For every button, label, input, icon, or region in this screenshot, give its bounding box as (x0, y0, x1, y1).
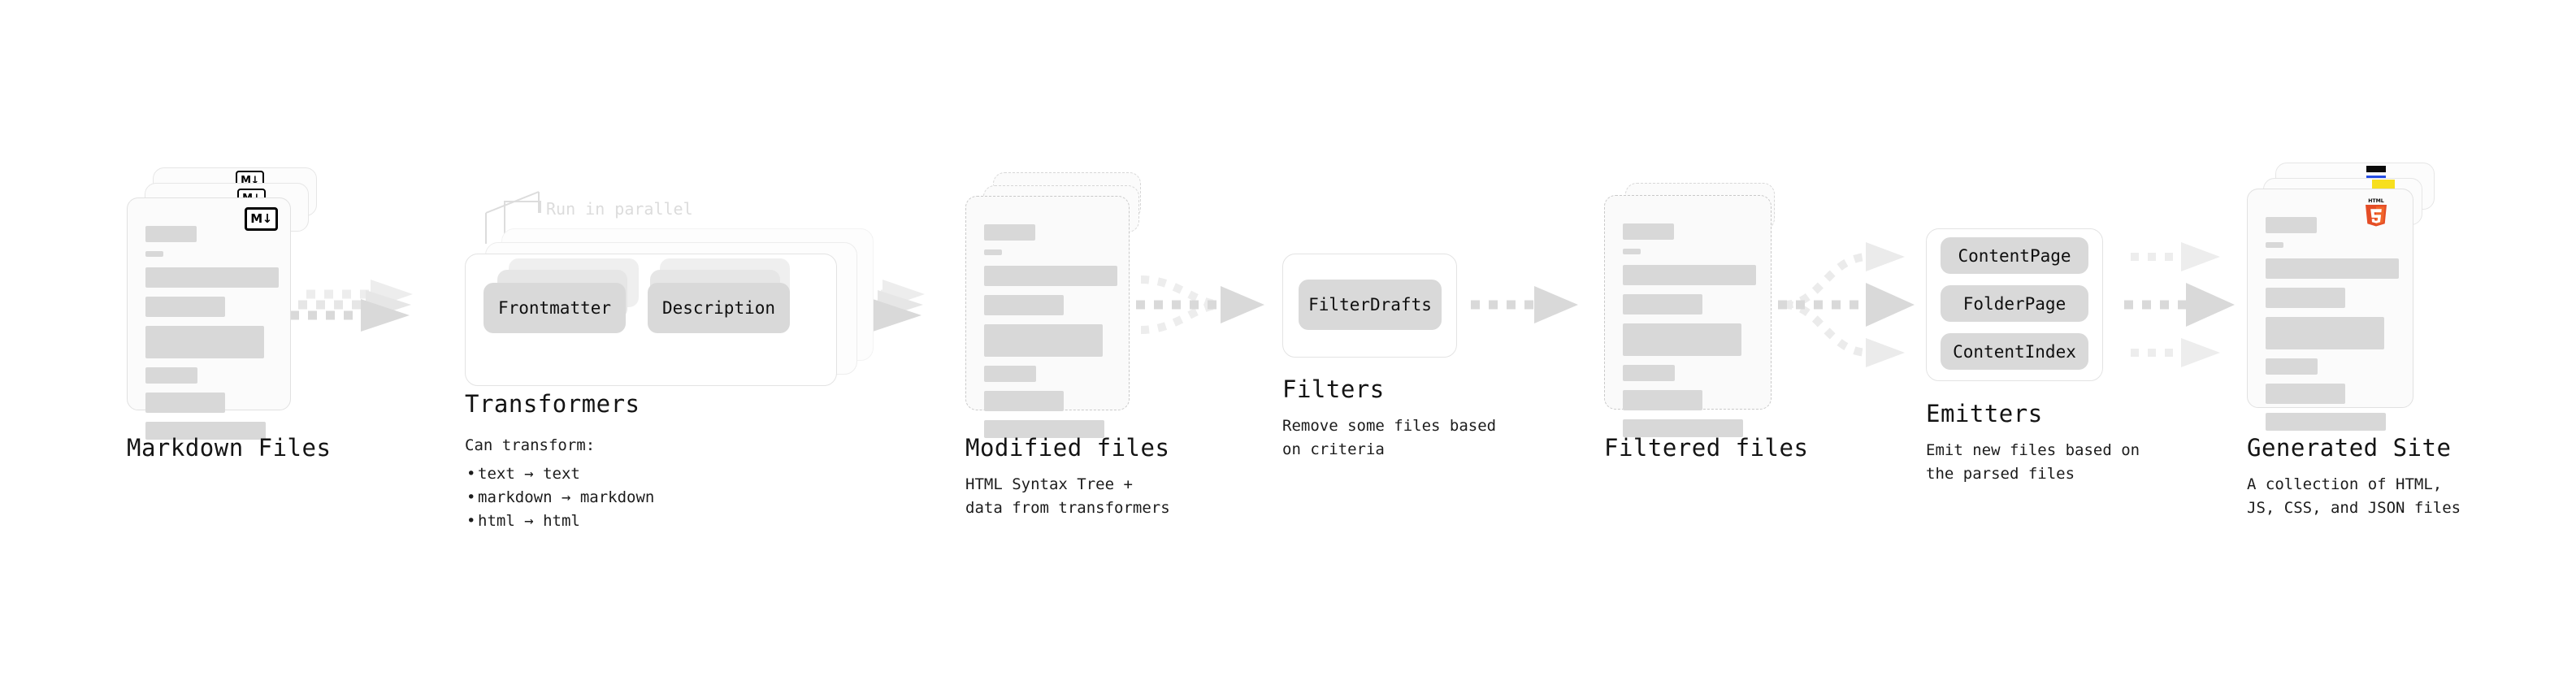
site-file-content (2266, 217, 2399, 440)
content-line (145, 367, 197, 384)
stage-desc-modified-files: HTML Syntax Tree + data from transformer… (965, 475, 1170, 517)
connector-filters-to-filtered (1471, 286, 1578, 323)
stage-desc-filters: Remove some files based on criteria (1282, 417, 1497, 458)
stage-title-emitters: Emitters (1926, 400, 2043, 427)
emitter-chip-contentindex[interactable]: ContentIndex (1941, 333, 2088, 370)
content-line (1623, 365, 1675, 381)
content-line (984, 295, 1064, 315)
stage-desc-lead: Can transform: (465, 436, 596, 454)
transformer-chip-frontmatter[interactable]: Frontmatter (484, 283, 626, 333)
content-line (2266, 217, 2317, 233)
filter-chip-filterdrafts[interactable]: FilterDrafts (1299, 280, 1442, 330)
content-line (1623, 249, 1641, 254)
content-line (984, 249, 1002, 255)
content-line (145, 422, 266, 440)
content-line (145, 251, 163, 257)
content-line (2266, 413, 2386, 431)
content-line (984, 324, 1103, 357)
stage-title-filtered-files: Filtered files (1604, 434, 1809, 462)
content-line (984, 224, 1035, 241)
stage-desc-transformers: Can transform: text → text markdown → ma… (465, 434, 725, 534)
content-line (984, 266, 1117, 286)
content-line (1623, 294, 1702, 314)
content-line (2266, 384, 2345, 404)
stage-title-generated-site: Generated Site (2247, 434, 2452, 462)
emitter-chip-label: ContentPage (1958, 245, 2071, 266)
stage-desc-emitters: Emit new files based on the parsed files (1926, 441, 2140, 483)
markdown-badge-front: M↓ (245, 207, 278, 231)
content-line (984, 391, 1064, 411)
content-line (2266, 258, 2399, 279)
stage-title-transformers: Transformers (465, 390, 640, 418)
content-line (2266, 288, 2345, 308)
emitter-chip-contentpage[interactable]: ContentPage (1941, 237, 2088, 274)
content-line (145, 326, 264, 358)
content-line (1623, 223, 1674, 240)
connector-md-to-transformers (290, 280, 413, 332)
content-line (1623, 390, 1702, 410)
stage-title-modified-files: Modified files (965, 434, 1170, 462)
content-line (1623, 265, 1756, 285)
emitter-chip-folderpage[interactable]: FolderPage (1941, 285, 2088, 322)
connector-emitters-to-site (2124, 242, 2235, 367)
site-file-card-front (2247, 189, 2413, 431)
modified-file-content (984, 224, 1117, 447)
emitter-chip-label: ContentIndex (1953, 341, 2076, 362)
content-line (145, 297, 225, 317)
css-badge (2366, 166, 2386, 179)
filtered-file-card-front (1604, 195, 1772, 437)
content-line (984, 420, 1104, 438)
content-line (2266, 317, 2384, 349)
transformer-capability: html → html (465, 510, 725, 534)
svg-text:HTML: HTML (2368, 198, 2384, 204)
connector-modified-to-filters (1136, 275, 1264, 334)
modified-file-card-front (965, 196, 1130, 438)
html5-badge: HTML (2363, 197, 2389, 227)
stage-title-filters: Filters (1282, 375, 1385, 403)
emitter-chip-label: FolderPage (1962, 293, 2066, 314)
filtered-file-content (1623, 223, 1756, 446)
connector-filtered-to-emitters (1778, 242, 1915, 367)
stage-desc-generated-site: A collection of HTML, JS, CSS, and JSON … (2247, 475, 2461, 517)
markdown-file-content (145, 226, 279, 449)
filter-chip-label: FilterDrafts (1308, 295, 1432, 314)
content-line (2266, 242, 2283, 248)
content-line (145, 226, 197, 242)
stage-title-markdown-files: Markdown Files (127, 434, 332, 462)
transformer-capability-list: text → text markdown → markdown html → h… (465, 462, 725, 535)
content-line (2266, 358, 2318, 375)
content-line (1623, 323, 1741, 356)
transformer-chip-label: Description (661, 298, 776, 318)
css-badge-cap (2366, 166, 2386, 172)
markdown-file-card-front (127, 197, 291, 440)
transformer-capability: markdown → markdown (465, 486, 725, 510)
content-line (1623, 419, 1743, 437)
run-in-parallel-label: Run in parallel (546, 199, 693, 219)
transformer-capability: text → text (465, 462, 725, 487)
content-line (145, 267, 279, 288)
transformer-chip-label: Frontmatter (497, 298, 612, 318)
transformer-chip-description[interactable]: Description (648, 283, 790, 333)
content-line (984, 366, 1036, 382)
content-line (145, 393, 225, 413)
